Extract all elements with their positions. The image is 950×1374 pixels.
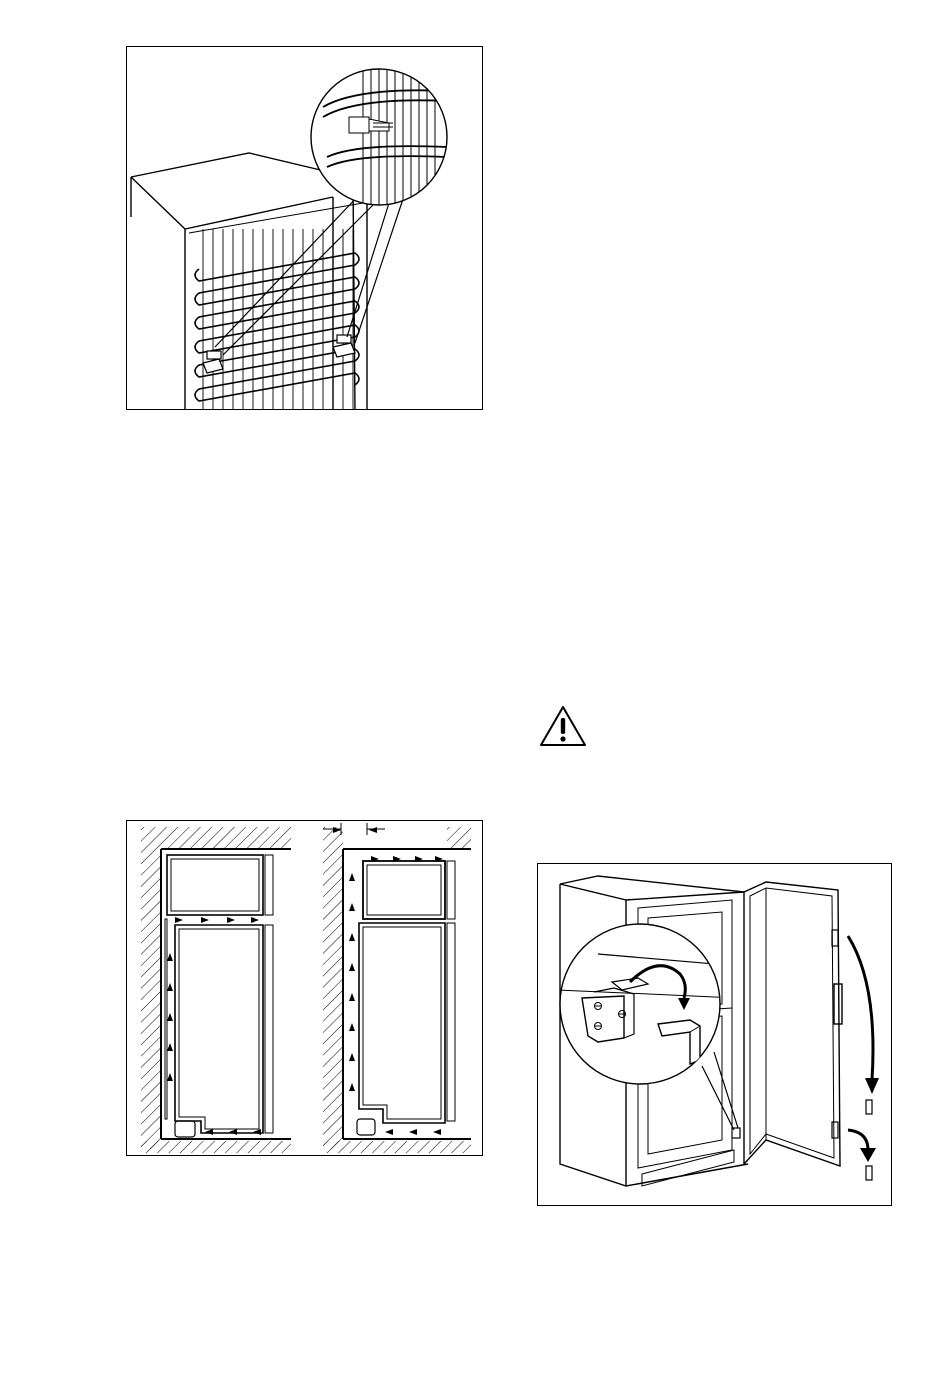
figure-door-hinge [537,863,892,1206]
condenser-illustration [127,47,483,410]
ventilation-illustration [127,821,483,1156]
door-hinge-illustration [538,864,892,1206]
ventilation-diagram-right [323,823,471,1153]
figure-ventilation [126,820,483,1156]
ventilation-diagram-left [141,827,291,1153]
figure-condenser-spacers [126,46,483,410]
warning-triangle-icon [538,704,588,748]
